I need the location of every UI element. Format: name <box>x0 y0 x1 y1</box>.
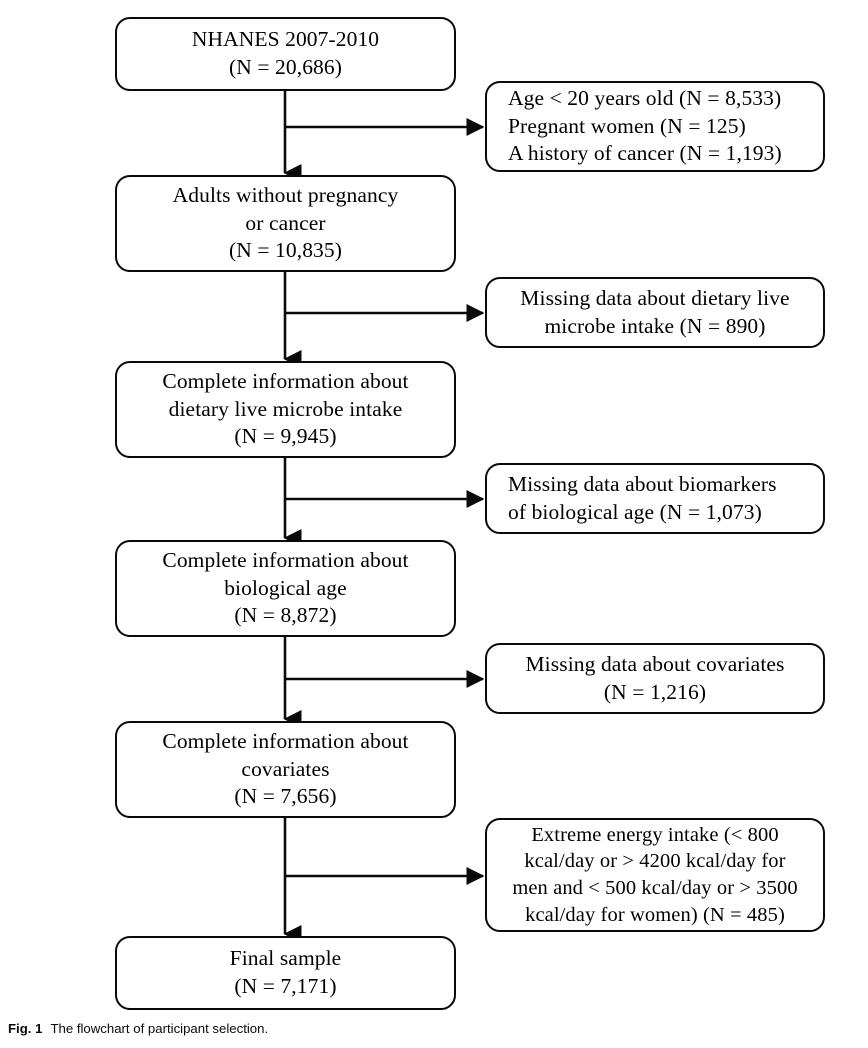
node-line: Missing data about covariates <box>525 651 785 676</box>
node-line: Age < 20 years old (N = 8,533) <box>508 85 782 110</box>
node-line: microbe intake (N = 890) <box>544 313 766 338</box>
node-line: kcal/day for women) (N = 485) <box>525 903 785 926</box>
node-complete-microbe-intake: Complete information about dietary live … <box>115 361 456 458</box>
node-line: (N = 1,216) <box>603 679 707 704</box>
node-line: Complete information about <box>162 728 409 753</box>
node-complete-biological-age: Complete information about biological ag… <box>115 540 456 637</box>
node-line: (N = 7,171) <box>234 974 337 998</box>
node-excluded-missing-biological-age: Missing data about biomarkers of biologi… <box>485 463 825 534</box>
node-line: Extreme energy intake (< 800 <box>531 823 779 846</box>
figure-caption: Fig. 1 The flowchart of participant selec… <box>8 1021 848 1037</box>
node-line: biological age <box>224 575 347 600</box>
figure-caption-label: Fig. 1 <box>8 1021 43 1036</box>
node-final-sample: Final sample (N = 7,171) <box>115 936 456 1010</box>
node-excluded-age-pregnancy-cancer: Age < 20 years old (N = 8,533) Pregnant … <box>485 81 825 172</box>
node-adults-no-pregnancy-cancer: Adults without pregnancy or cancer (N = … <box>115 175 456 272</box>
node-excluded-missing-covariates: Missing data about covariates (N = 1,216… <box>485 643 825 714</box>
node-excluded-missing-microbe-intake: Missing data about dietary live microbe … <box>485 277 825 348</box>
node-line: covariates <box>241 756 330 781</box>
node-line: Adults without pregnancy <box>172 182 399 207</box>
node-complete-covariates: Complete information about covariates (N… <box>115 721 456 818</box>
node-line: (N = 20,686) <box>228 55 343 79</box>
node-line: or cancer <box>245 210 326 235</box>
node-line: Complete information about <box>162 368 409 393</box>
node-line: NHANES 2007-2010 <box>191 27 380 52</box>
node-line: (N = 9,945) <box>234 424 337 449</box>
node-line: Complete information about <box>162 547 409 572</box>
node-source-cohort: NHANES 2007-2010 (N = 20,686) <box>115 17 456 91</box>
node-line: men and < 500 kcal/day or > 3500 <box>512 877 798 899</box>
node-line: (N = 7,656) <box>234 784 337 809</box>
node-line: kcal/day or > 4200 kcal/day for <box>524 850 786 873</box>
node-line: (N = 8,872) <box>234 603 337 628</box>
node-line: Missing data about biomarkers <box>508 471 777 496</box>
node-line: Final sample <box>229 946 342 971</box>
node-line: of biological age (N = 1,073) <box>508 499 762 524</box>
node-excluded-extreme-energy: Extreme energy intake (< 800 kcal/day or… <box>485 818 825 932</box>
node-line: Pregnant women (N = 125) <box>508 113 746 138</box>
node-line: A history of cancer (N = 1,193) <box>508 141 782 166</box>
node-line: Missing data about dietary live <box>520 285 790 310</box>
node-line: (N = 10,835) <box>228 238 343 263</box>
figure-caption-text: The flowchart of participant selection. <box>50 1021 269 1036</box>
node-line: dietary live microbe intake <box>168 396 403 421</box>
